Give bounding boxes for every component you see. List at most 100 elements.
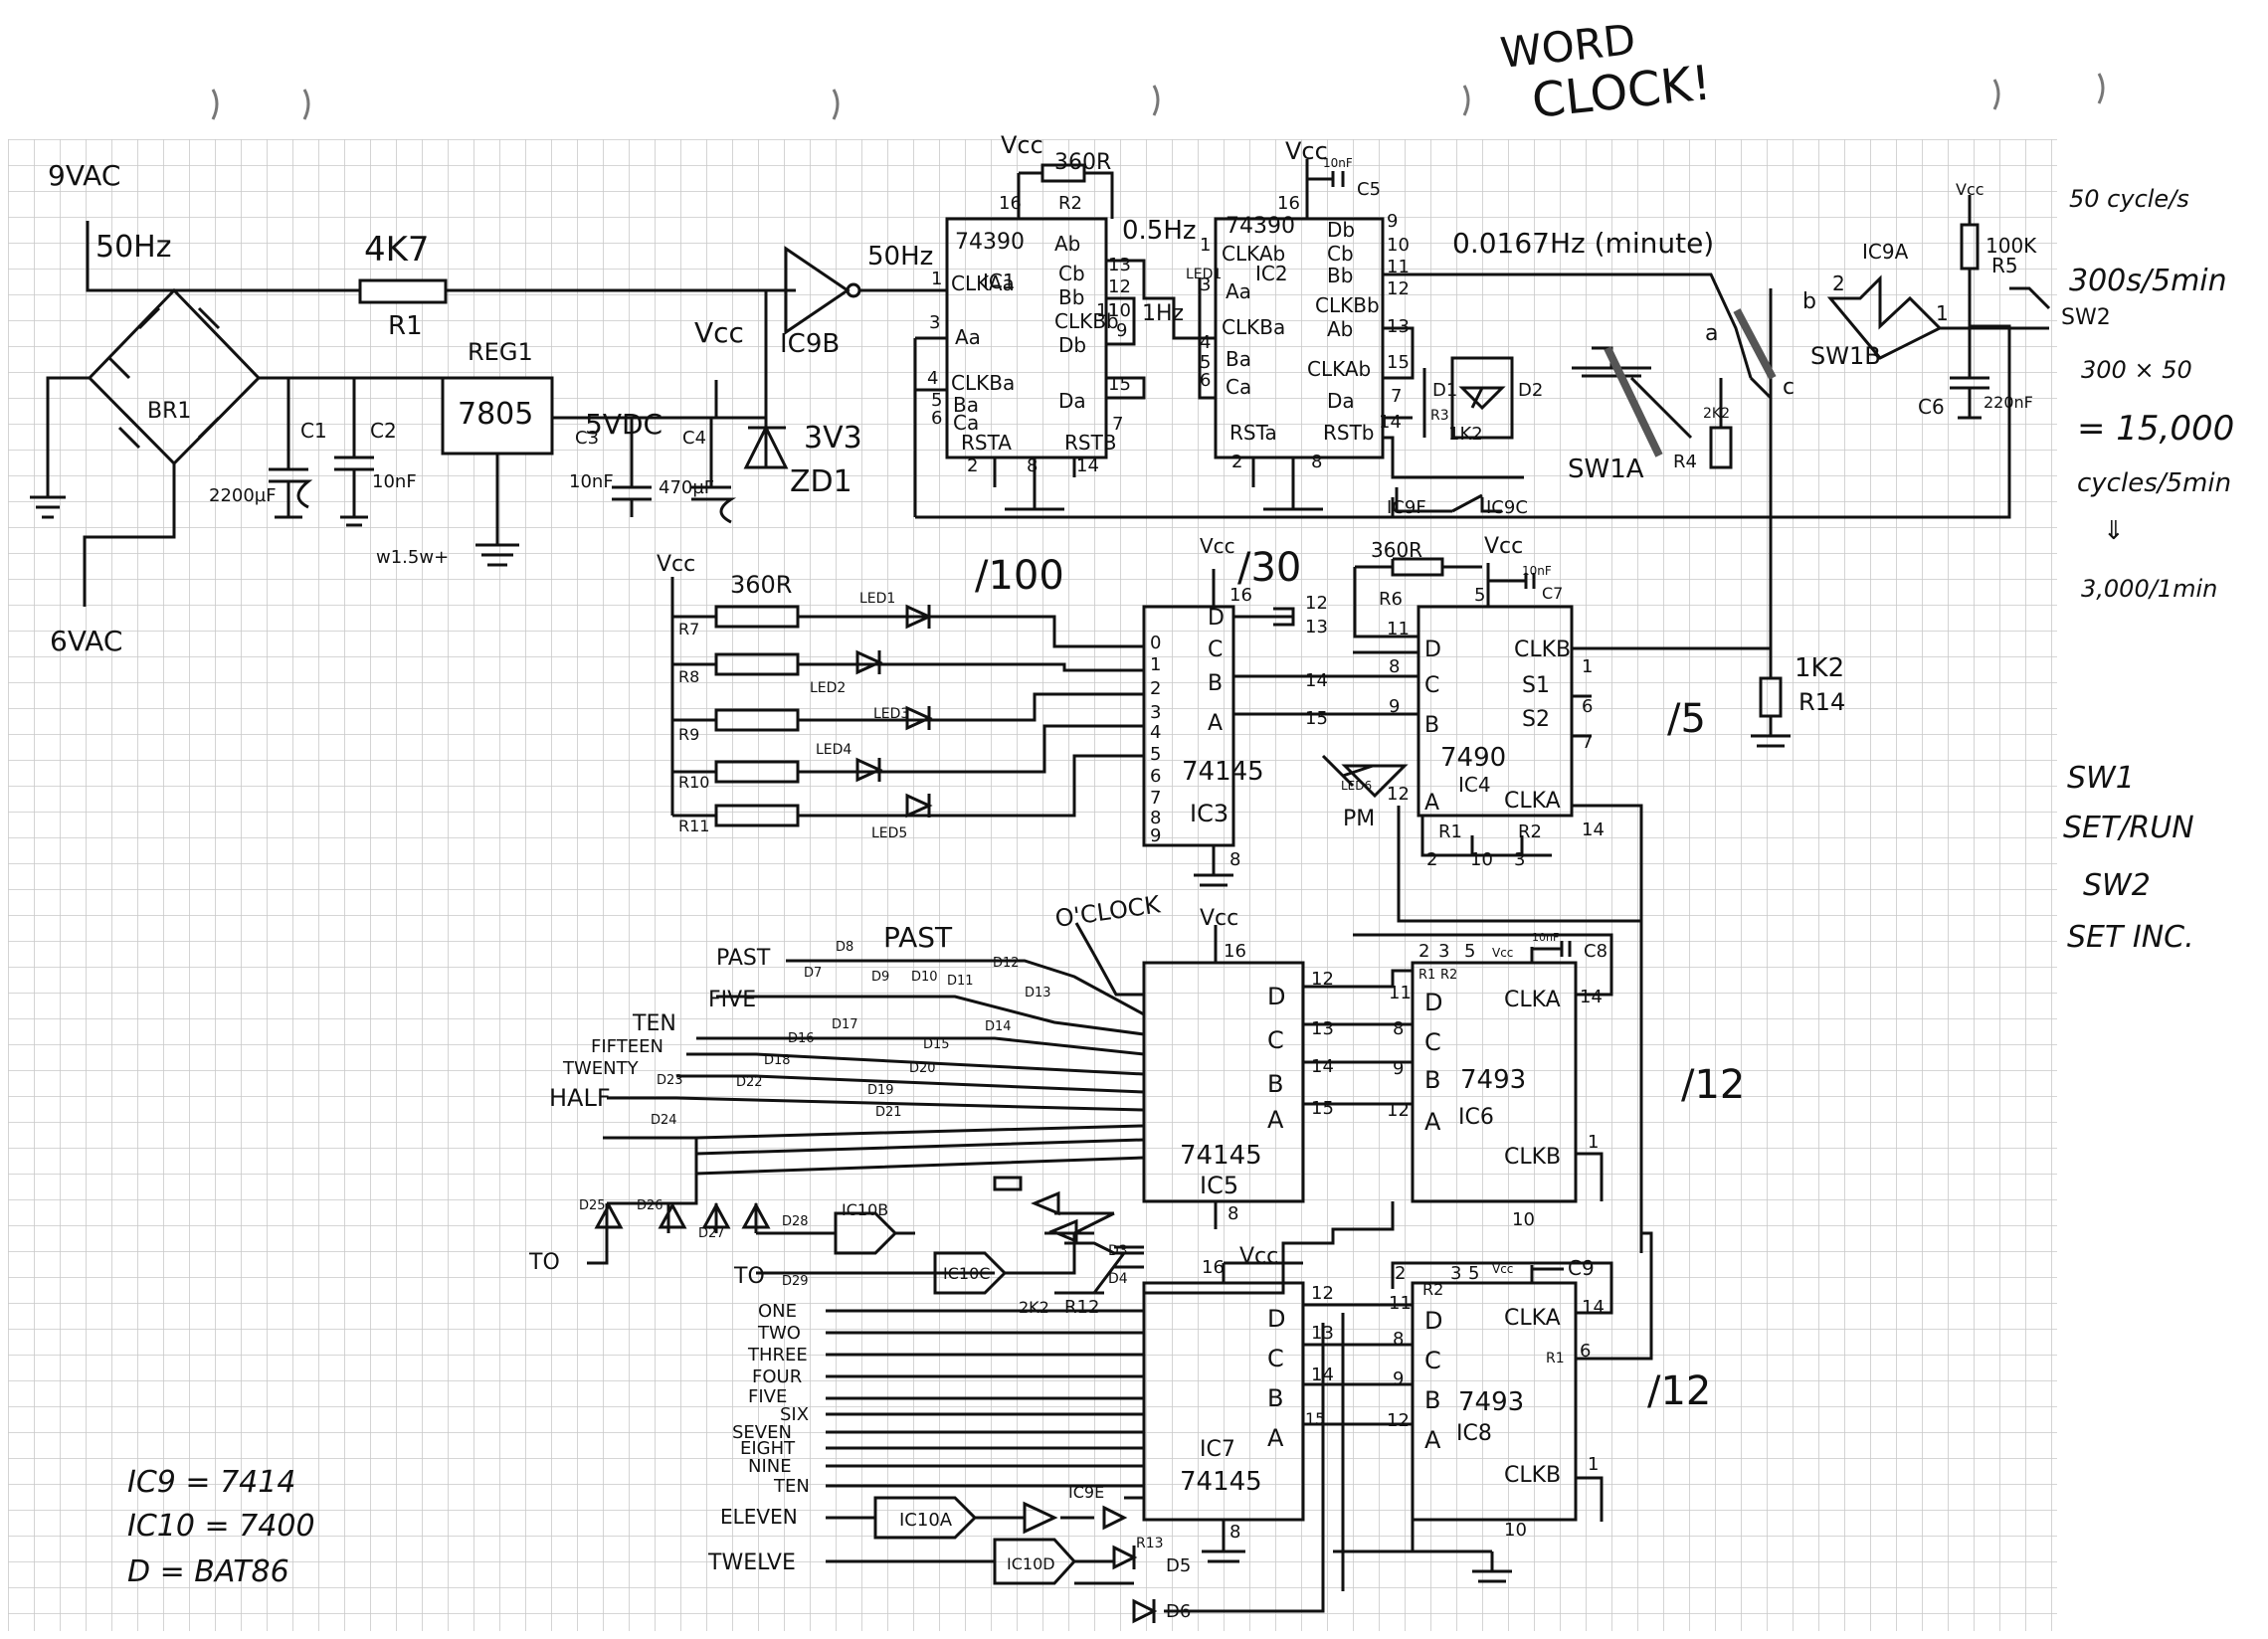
label-reg-note: w1.5w+ bbox=[376, 547, 449, 568]
ic1-num-8: 8 bbox=[1027, 455, 1038, 476]
ic8-num-3: 3 bbox=[1450, 1263, 1461, 1284]
ic1-num-12: 12 bbox=[1108, 276, 1131, 297]
diode-d20: D20 bbox=[909, 1061, 936, 1076]
ic2-num-16: 16 bbox=[1277, 193, 1300, 214]
ic8-wires bbox=[1333, 1231, 1653, 1583]
diode-d15: D15 bbox=[923, 1037, 950, 1052]
ic2-num-8: 8 bbox=[1311, 452, 1322, 472]
ic1-num-1: 1 bbox=[931, 269, 942, 289]
label-r1: R1 bbox=[388, 311, 423, 341]
ic7-c: C bbox=[1267, 1345, 1284, 1372]
ic8-pin-r2: R2 bbox=[1422, 1280, 1443, 1299]
ic1-vcc: Vcc bbox=[1001, 131, 1043, 159]
ic6-num-5: 5 bbox=[1464, 941, 1475, 962]
ic6-name: IC6 bbox=[1458, 1105, 1494, 1130]
r4-label: R4 bbox=[1673, 452, 1697, 472]
ic5-num-16: 16 bbox=[1224, 941, 1246, 962]
ic2-num-11: 11 bbox=[1387, 257, 1410, 277]
r14-label: R14 bbox=[1798, 688, 1845, 716]
ic8-num-12: 12 bbox=[1387, 1410, 1410, 1431]
ic8-pin-d: D bbox=[1424, 1307, 1442, 1335]
ic8-pin-clka: CLKA bbox=[1504, 1306, 1561, 1331]
c5-label: C5 bbox=[1357, 179, 1381, 200]
ic2-pin-db: Db bbox=[1327, 218, 1355, 242]
ic2-pin-clkba: CLKBa bbox=[1222, 315, 1285, 339]
ic3-in-4: 4 bbox=[1150, 722, 1161, 743]
diode-d16: D16 bbox=[788, 1031, 815, 1046]
label-br1: BR1 bbox=[147, 399, 191, 424]
ic3-led2: LED2 bbox=[810, 680, 846, 696]
ic10a-label: IC10A bbox=[899, 1510, 953, 1531]
ic8-vcc: Vcc bbox=[1492, 1262, 1513, 1276]
ic2-pin-clkab2: CLKAb bbox=[1307, 357, 1371, 381]
ic5-num-12: 12 bbox=[1311, 969, 1334, 990]
ic8-pin-r1: R1 bbox=[1546, 1351, 1565, 1366]
label-3v3: 3V3 bbox=[804, 421, 862, 455]
ic4-num-14: 14 bbox=[1582, 820, 1605, 840]
ic5-a: A bbox=[1267, 1106, 1284, 1134]
ic1-num-11: 11 bbox=[1096, 300, 1119, 321]
ic1-num-16: 16 bbox=[999, 193, 1022, 214]
title: WORD CLOCK! bbox=[1498, 15, 1714, 129]
ic8-pin-c: C bbox=[1424, 1347, 1441, 1374]
diode-d28: D28 bbox=[782, 1214, 809, 1229]
ic3-wires bbox=[670, 569, 1374, 887]
r2-value: 360R bbox=[1054, 150, 1111, 175]
ic1-pin-aa: Aa bbox=[955, 325, 981, 349]
ic3-num-16: 16 bbox=[1229, 585, 1252, 606]
ic4-pin-clka: CLKA bbox=[1504, 789, 1561, 814]
ic8-pin-b: B bbox=[1424, 1386, 1440, 1414]
ic8-num-14: 14 bbox=[1582, 1297, 1605, 1318]
ic3-in-6: 6 bbox=[1150, 766, 1161, 787]
ic10b-label: IC10B bbox=[842, 1200, 888, 1219]
debounce-vcc: Vcc bbox=[1956, 180, 1984, 199]
ic6-part: 7493 bbox=[1460, 1065, 1526, 1095]
ic1-pin-da: Da bbox=[1058, 389, 1086, 413]
ic9f-label: IC9F bbox=[1387, 497, 1426, 518]
ic3-num-8: 8 bbox=[1229, 849, 1240, 870]
diode-d21: D21 bbox=[875, 1105, 902, 1120]
label-5vdc: 5VDC bbox=[585, 408, 662, 441]
r3-label: R3 bbox=[1430, 408, 1449, 424]
note-15000: = 15,000 bbox=[2077, 409, 2234, 449]
hour-four: FOUR bbox=[752, 1366, 802, 1387]
ic4-pin-clkb: CLKB bbox=[1514, 637, 1571, 662]
ic4-div5: /5 bbox=[1667, 696, 1706, 742]
ic4-pins: CLKB D C B A S1 S2 CLKA R1 R2 bbox=[1424, 637, 1571, 842]
r12-label: R12 bbox=[1064, 1297, 1099, 1318]
label-9vac: 9VAC bbox=[48, 159, 120, 192]
label-r1-value: 4K7 bbox=[364, 230, 430, 270]
ic1-pin-clkbb: CLKBb bbox=[1054, 309, 1119, 333]
ic1-pin-db: Db bbox=[1058, 333, 1086, 357]
ic4-num-8: 8 bbox=[1389, 656, 1400, 677]
note-sw2: SW2 bbox=[2061, 305, 2111, 330]
ic5-d: D bbox=[1267, 983, 1285, 1010]
sw-note-sw1: SW1 bbox=[2067, 761, 2135, 796]
sw-note-sw2: SW2 bbox=[2083, 868, 2151, 903]
ic6-num-8: 8 bbox=[1393, 1018, 1404, 1039]
ic1-num-14: 14 bbox=[1076, 455, 1099, 476]
ic5-num-8: 8 bbox=[1228, 1203, 1238, 1224]
diode-d12: D12 bbox=[993, 956, 1020, 971]
ic1-pin-ca: Ca bbox=[953, 411, 979, 435]
sw-note-setrun: SET/RUN bbox=[2063, 811, 2194, 845]
ic2-pin-da: Da bbox=[1327, 389, 1355, 413]
d6-label: D6 bbox=[1166, 1601, 1191, 1622]
d3-label: D3 bbox=[1108, 1243, 1128, 1259]
ic4-pm-led: LED6 bbox=[1341, 779, 1372, 793]
ic2-pin-rstb: RSTb bbox=[1323, 421, 1375, 445]
node-b: b bbox=[1802, 289, 1816, 314]
ic1-pins: Ab CLKAa Aa CLKBa Ba Ca RSTA Cb Bb CLKBb… bbox=[951, 232, 1119, 455]
ic4-c7-value: 10nF bbox=[1522, 564, 1552, 578]
ic4-num-6: 6 bbox=[1582, 696, 1593, 717]
ic7-wires bbox=[826, 1261, 1363, 1624]
ic5-c: C bbox=[1267, 1026, 1284, 1054]
ic5-part: 74145 bbox=[1180, 1141, 1262, 1171]
diode-d26: D26 bbox=[637, 1198, 663, 1213]
ic2-pin-ba: Ba bbox=[1226, 347, 1251, 371]
ic6-c8-value: 10nF bbox=[1532, 931, 1559, 944]
ic7-num-8: 8 bbox=[1229, 1522, 1240, 1543]
word-past-top: PAST bbox=[883, 921, 953, 954]
ic7-a: A bbox=[1267, 1424, 1284, 1452]
node-c: c bbox=[1783, 375, 1795, 400]
